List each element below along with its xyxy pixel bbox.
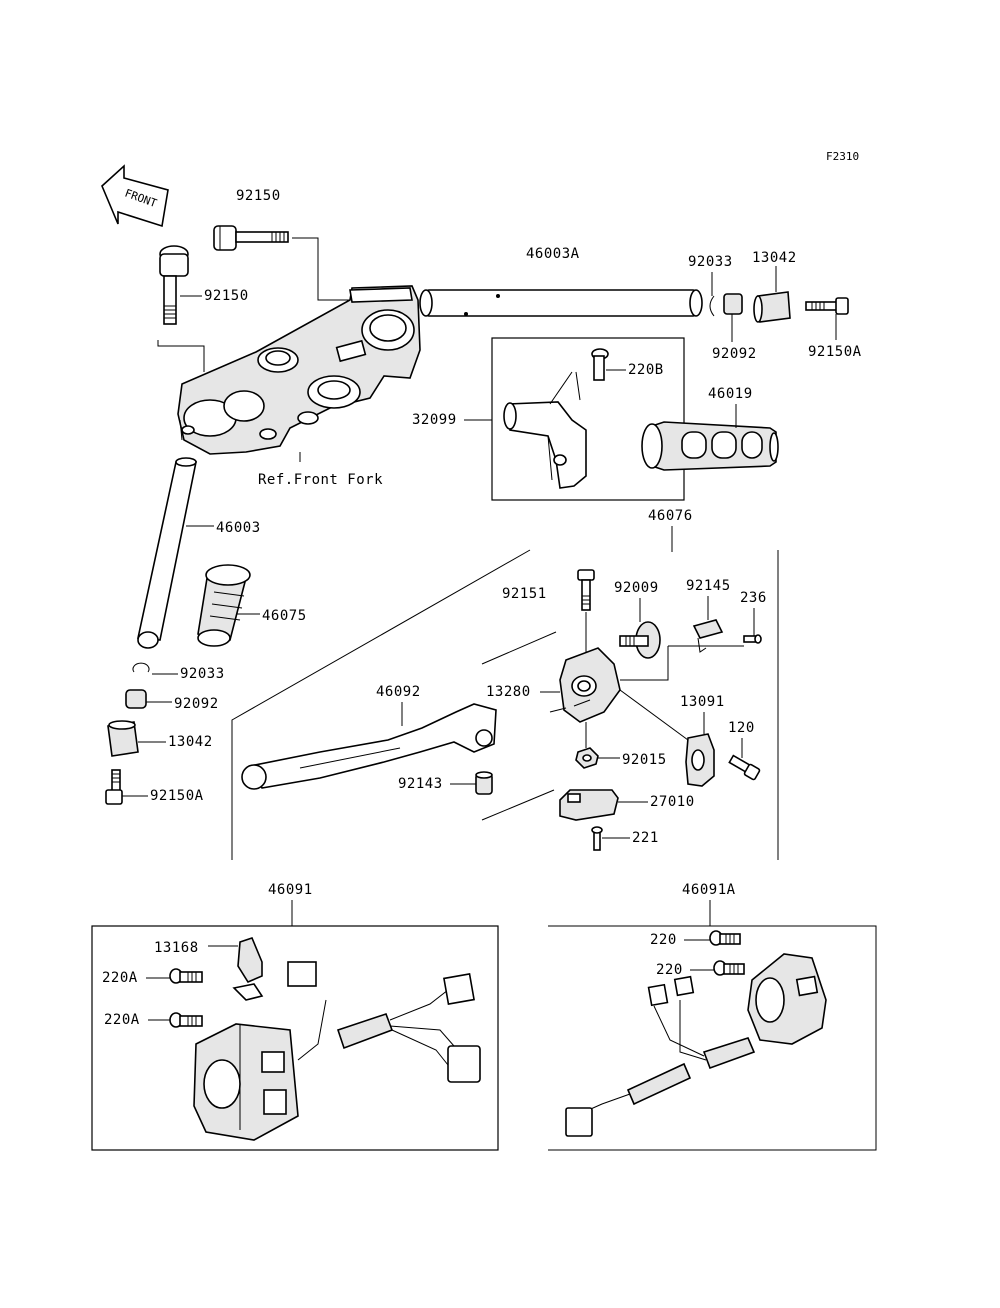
label-46091A: 46091A: [682, 882, 736, 898]
label-32099: 32099: [412, 412, 457, 428]
label-92150A-right: 92150A: [808, 344, 862, 360]
circlip-92033-right: [709, 295, 715, 317]
bolt-92150A-right: [805, 297, 849, 315]
label-92092-left: 92092: [174, 696, 219, 712]
label-46092: 46092: [376, 684, 421, 700]
label-220-1: 220: [650, 932, 677, 948]
label-13042-left: 13042: [168, 734, 213, 750]
label-46075: 46075: [262, 608, 307, 624]
screw-220A-1: [169, 968, 203, 984]
label-92033-right: 92033: [688, 254, 733, 270]
screw-220B: [591, 348, 609, 381]
clamp-13091: [685, 733, 715, 787]
bolt-92150-left: [159, 245, 189, 325]
weight-13042-left: [107, 720, 139, 757]
label-120: 120: [728, 720, 755, 736]
lever-46092: [241, 703, 497, 790]
handlebar-46003A: [419, 289, 703, 317]
bolt-92150A-left: [105, 769, 123, 805]
ref-front-fork-label: Ref.Front Fork: [258, 472, 383, 488]
switch-housing-46091A: [747, 953, 827, 1045]
label-13168: 13168: [154, 940, 199, 956]
spring-92145: [692, 619, 724, 653]
label-92151: 92151: [502, 586, 547, 602]
grip-46075: [197, 564, 251, 647]
screw-220-1: [709, 930, 741, 946]
throttle-32099: [503, 401, 587, 489]
label-92015: 92015: [622, 752, 667, 768]
label-46003A: 46003A: [526, 246, 580, 262]
bracket-13168: [232, 937, 264, 1001]
label-46076: 46076: [648, 508, 693, 524]
box-46091: [91, 925, 499, 1151]
weight-13042-right: [753, 291, 791, 323]
screw-221: [591, 826, 603, 851]
damper-92092-right: [723, 293, 743, 315]
switch-housing-46091: [193, 1023, 299, 1141]
collar-92143: [475, 771, 493, 795]
label-27010: 27010: [650, 794, 695, 810]
label-220A-1: 220A: [102, 970, 138, 986]
label-92150A-left: 92150A: [150, 788, 204, 804]
adjuster-92009: [619, 621, 661, 659]
label-13091: 13091: [680, 694, 725, 710]
figure-code: F2310: [826, 150, 859, 163]
label-92143: 92143: [398, 776, 443, 792]
label-220-2: 220: [656, 962, 683, 978]
bolt-120: [728, 754, 761, 781]
label-92033-left: 92033: [180, 666, 225, 682]
screw-220A-2: [169, 1012, 203, 1028]
label-46091: 46091: [268, 882, 313, 898]
front-arrow-icon: FRONT: [101, 164, 169, 228]
label-46019: 46019: [708, 386, 753, 402]
label-221: 221: [632, 830, 659, 846]
label-13280: 13280: [486, 684, 531, 700]
bolt-92150-top: [213, 225, 289, 251]
holder-13280: [559, 647, 621, 723]
screw-220-2: [713, 960, 745, 976]
screw-236: [743, 634, 762, 644]
label-92150-left: 92150: [204, 288, 249, 304]
label-46003: 46003: [216, 520, 261, 536]
label-92009: 92009: [614, 580, 659, 596]
label-220B: 220B: [628, 362, 664, 378]
box-32099: [491, 337, 685, 501]
wiring-46091: [287, 961, 481, 1083]
wiring-46091A: [565, 975, 756, 1137]
switch-27010: [559, 789, 619, 821]
bolt-92151: [577, 569, 595, 611]
handlebar-46003: [137, 457, 197, 649]
label-92092-right: 92092: [712, 346, 757, 362]
upper-triple-clamp: [177, 285, 421, 455]
nut-92015: [575, 747, 599, 769]
grip-46019: [641, 421, 779, 471]
label-236: 236: [740, 590, 767, 606]
damper-92092-left: [125, 689, 147, 709]
label-220A-2: 220A: [104, 1012, 140, 1028]
label-13042-right: 13042: [752, 250, 797, 266]
label-92145: 92145: [686, 578, 731, 594]
circlip-92033-left: [132, 662, 150, 673]
label-92150-top: 92150: [236, 188, 281, 204]
